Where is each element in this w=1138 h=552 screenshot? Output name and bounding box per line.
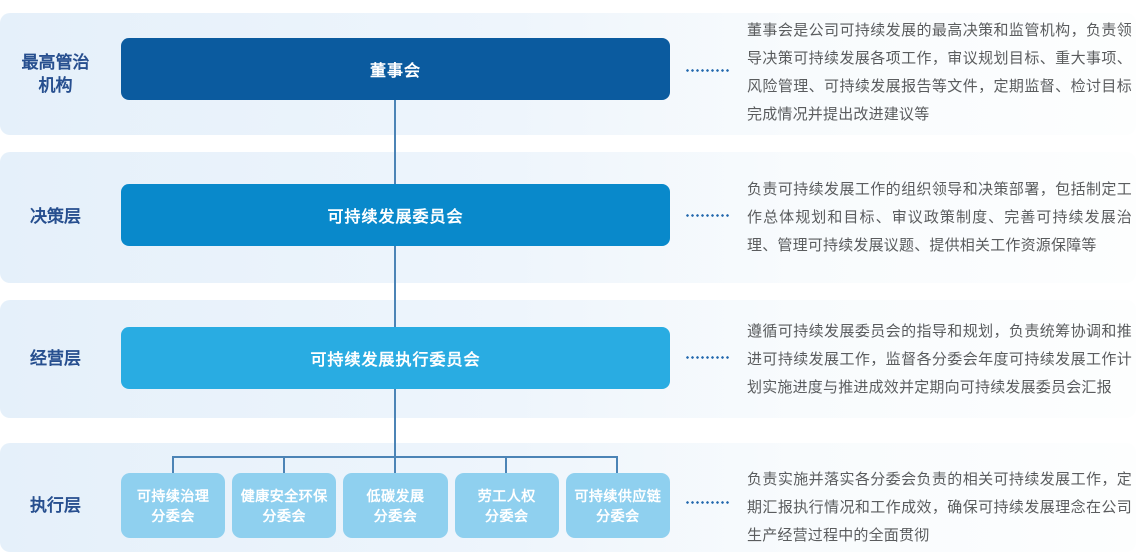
connector-board-to-committee xyxy=(394,100,396,184)
tier-label-line2: 机构 xyxy=(38,76,73,95)
subcommittee-name: 低碳发展 xyxy=(366,487,425,504)
org-box-sustainability-committee: 可持续发展委员会 xyxy=(121,184,670,246)
subcommittee-suffix: 分委会 xyxy=(262,507,307,524)
org-box-label: 可持续发展委员会 xyxy=(327,209,464,226)
tier-label-line1: 最高管治 xyxy=(21,53,90,72)
subcommittee-name: 可持续供应链 xyxy=(574,487,662,504)
dotted-leader-row2 xyxy=(685,214,731,217)
description-exec-committee: 遵循可持续发展委员会的指导和规划，负责统筹协调和推进可持续发展工作，监督各分委会… xyxy=(747,323,1132,396)
dotted-leader-row4 xyxy=(685,501,731,504)
subcommittee-name: 可持续治理 xyxy=(136,487,210,504)
subcommittee-supply-chain: 可持续供应链 分委会 xyxy=(565,473,671,538)
subcommittee-hse: 健康安全环保 分委会 xyxy=(232,473,337,538)
subcommittee-name: 劳工人权 xyxy=(477,487,536,504)
connector-exec-to-subrow xyxy=(394,389,396,473)
tier-label-decision: 决策层 xyxy=(8,205,103,228)
tier-label-line1: 执行层 xyxy=(30,496,81,515)
connector-stub-sub2 xyxy=(283,456,285,473)
org-box-executive-committee: 可持续发展执行委员会 xyxy=(121,327,670,389)
description-subcommittees: 负责实施并落实各分委会负责的相关可持续发展工作，定期汇报执行情况和工作成效，确保… xyxy=(747,471,1132,544)
subcommittee-name: 健康安全环保 xyxy=(240,487,328,504)
subcommittee-suffix: 分委会 xyxy=(151,507,195,524)
description-board: 董事会是公司可持续发展的最高决策和监管机构，负责领导决策可持续发展各项工作，审议… xyxy=(747,22,1132,123)
subcommittee-suffix: 分委会 xyxy=(484,507,529,524)
connector-stub-sub4 xyxy=(505,456,507,473)
tier-label-governance: 最高管治 机构 xyxy=(8,51,103,97)
org-box-label: 董事会 xyxy=(369,63,421,80)
org-box-board: 董事会 xyxy=(121,38,670,100)
connector-stub-sub1 xyxy=(172,456,174,473)
dotted-leader-row3 xyxy=(685,356,731,359)
connector-committee-to-exec xyxy=(394,246,396,327)
subcommittee-suffix: 分委会 xyxy=(373,507,418,524)
tier-label-line1: 决策层 xyxy=(30,207,81,226)
description-committee: 负责可持续发展工作的组织领导和决策部署，包括制定工作总体规划和目标、审议政策制度… xyxy=(747,181,1132,254)
subcommittee-row: 可持续治理 分委会 健康安全环保 分委会 低碳发展 分委会 劳工人权 分委会 可… xyxy=(121,473,671,538)
tier-label-execution: 执行层 xyxy=(8,494,103,517)
tier-label-operation: 经营层 xyxy=(8,347,103,370)
org-box-label: 可持续发展执行委员会 xyxy=(310,352,481,369)
connector-stub-sub5 xyxy=(616,456,618,473)
subcommittee-labor-rights: 劳工人权 分委会 xyxy=(454,473,559,538)
connector-subrow-horizontal xyxy=(172,456,618,458)
tier-label-line1: 经营层 xyxy=(30,349,81,368)
subcommittee-suffix: 分委会 xyxy=(596,507,640,524)
subcommittee-low-carbon: 低碳发展 分委会 xyxy=(343,473,448,538)
subcommittee-governance: 可持续治理 分委会 xyxy=(121,473,226,538)
dotted-leader-row1 xyxy=(685,69,731,72)
